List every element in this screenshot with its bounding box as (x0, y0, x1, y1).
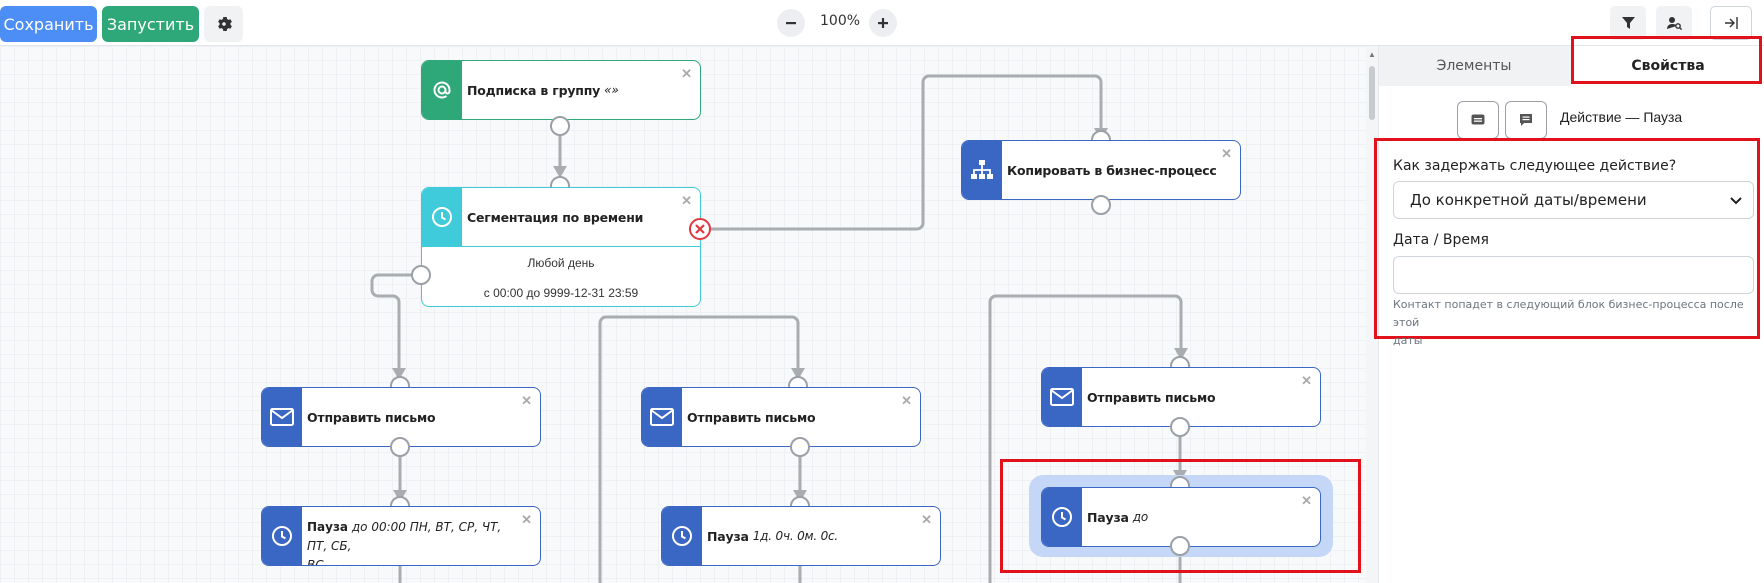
scroll-up-icon[interactable]: ▲ (1368, 50, 1376, 59)
node-detail-2: ВС (307, 558, 324, 566)
node-title: Отправить письмо (307, 409, 436, 425)
output-port[interactable] (1170, 536, 1190, 556)
tab-elements[interactable]: Элементы (1436, 58, 1512, 74)
comment-icon (1471, 114, 1485, 124)
top-toolbar: Сохранить Запустить 100% (0, 0, 1764, 46)
close-icon[interactable]: ✕ (521, 393, 532, 408)
node-title: Отправить письмо (1087, 389, 1216, 405)
plus-icon (878, 18, 888, 28)
at-icon (422, 61, 462, 119)
gear-icon (217, 17, 232, 31)
output-port[interactable] (1091, 195, 1111, 215)
workflow-canvas[interactable]: Подписка в группу«» ✕ Сегментация по вре… (0, 46, 1378, 583)
clock-icon (1042, 488, 1082, 546)
save-button[interactable]: Сохранить (0, 6, 97, 42)
node-title: Подписка в группу (467, 82, 601, 98)
node-detail: «» (604, 83, 619, 97)
envelope-icon (642, 388, 682, 446)
close-icon[interactable]: ✕ (921, 512, 932, 527)
delay-label: Как задержать следующее действие? (1393, 158, 1677, 174)
node-title: Копировать в бизнес-процесс (1007, 162, 1217, 178)
zoom-in-button[interactable] (869, 9, 897, 37)
comment-button[interactable] (1457, 101, 1499, 139)
collapse-panel-button[interactable] (1710, 6, 1752, 40)
segment-branch[interactable]: Любой день с 00:00 до 9999-12-31 23:59 (421, 247, 701, 307)
highlight-delay-settings (1374, 138, 1760, 339)
output-port[interactable] (1170, 417, 1190, 437)
properties-panel: Элементы Свойства Действие — Пауза Как з… (1374, 36, 1764, 583)
output-port[interactable] (390, 437, 410, 457)
close-icon[interactable]: ✕ (681, 66, 692, 81)
filter-button[interactable] (1610, 6, 1646, 40)
filter-icon (1621, 16, 1635, 29)
sitemap-icon (962, 141, 1002, 199)
settings-button[interactable] (204, 6, 243, 42)
node-subscribe-group[interactable]: Подписка в группу«» ✕ (421, 60, 701, 120)
clock-icon (262, 507, 302, 565)
node-title: Сегментация по времени (467, 209, 644, 225)
output-port[interactable] (550, 116, 570, 136)
zoom-out-button[interactable] (777, 9, 805, 37)
delay-type-select[interactable]: До конкретной даты/времени (1393, 181, 1754, 219)
node-time-segmentation[interactable]: Сегментация по времени ✕ (421, 187, 701, 247)
zoom-level: 100% (820, 13, 861, 29)
highlight-selected-node (1000, 459, 1361, 573)
tab-properties[interactable]: Свойства (1571, 46, 1764, 86)
datetime-input[interactable] (1393, 256, 1754, 294)
node-title: Пауза (307, 520, 349, 534)
node-detail: до 00:00 ПН, ВТ, СР, ЧТ, ПТ, СБ, (307, 520, 502, 553)
output-port[interactable] (790, 437, 810, 457)
branch-range: с 00:00 до 9999-12-31 23:59 (483, 286, 639, 300)
close-icon[interactable]: ✕ (1301, 373, 1312, 388)
hint-line-1: Контакт попадет в следующий блок бизнес-… (1393, 298, 1744, 329)
message-icon (1520, 114, 1532, 126)
note-button[interactable] (1505, 101, 1547, 139)
node-label: Пауза до 00:00 ПН, ВТ, СР, ЧТ, ПТ, СБ, В… (307, 518, 522, 566)
node-pause-1[interactable]: Пауза до 00:00 ПН, ВТ, СР, ЧТ, ПТ, СБ, В… (261, 506, 541, 566)
scrollbar-thumb[interactable] (1369, 66, 1375, 120)
branch-day: Любой день (527, 256, 595, 270)
collapse-panel-icon (1725, 17, 1738, 29)
node-copy-process[interactable]: Копировать в бизнес-процесс ✕ (961, 140, 1241, 200)
close-icon[interactable]: ✕ (681, 193, 692, 208)
close-icon[interactable]: ✕ (1221, 146, 1232, 161)
hint-line-2: даты (1393, 334, 1423, 347)
envelope-icon (1042, 368, 1082, 426)
chevron-down-icon (1730, 197, 1742, 205)
highlight-properties-tab (1571, 36, 1762, 84)
datetime-hint: Контакт попадет в следующий блок бизнес-… (1393, 296, 1759, 350)
minus-icon (786, 22, 796, 25)
clock-icon (422, 188, 462, 246)
close-icon[interactable]: ✕ (1301, 493, 1312, 508)
datetime-label: Дата / Время (1393, 232, 1489, 248)
error-icon[interactable] (689, 218, 711, 240)
user-search-button[interactable] (1656, 6, 1692, 40)
clock-icon (662, 507, 702, 565)
node-title: Отправить письмо (687, 409, 816, 425)
run-button[interactable]: Запустить (102, 6, 199, 42)
branch-output-port[interactable] (411, 265, 431, 285)
close-icon[interactable]: ✕ (521, 512, 532, 527)
node-send-email-2[interactable]: Отправить письмо ✕ (641, 387, 921, 447)
node-detail: до (1132, 510, 1148, 524)
node-title: Пауза (1087, 509, 1129, 525)
node-title: Пауза (707, 528, 749, 544)
user-search-icon (1666, 17, 1682, 30)
close-icon[interactable]: ✕ (901, 393, 912, 408)
action-title: Действие — Пауза (1560, 109, 1683, 125)
delay-type-value: До конкретной даты/времени (1410, 191, 1647, 209)
node-detail: 1д. 0ч. 0м. 0с. (752, 529, 839, 543)
envelope-icon (262, 388, 302, 446)
